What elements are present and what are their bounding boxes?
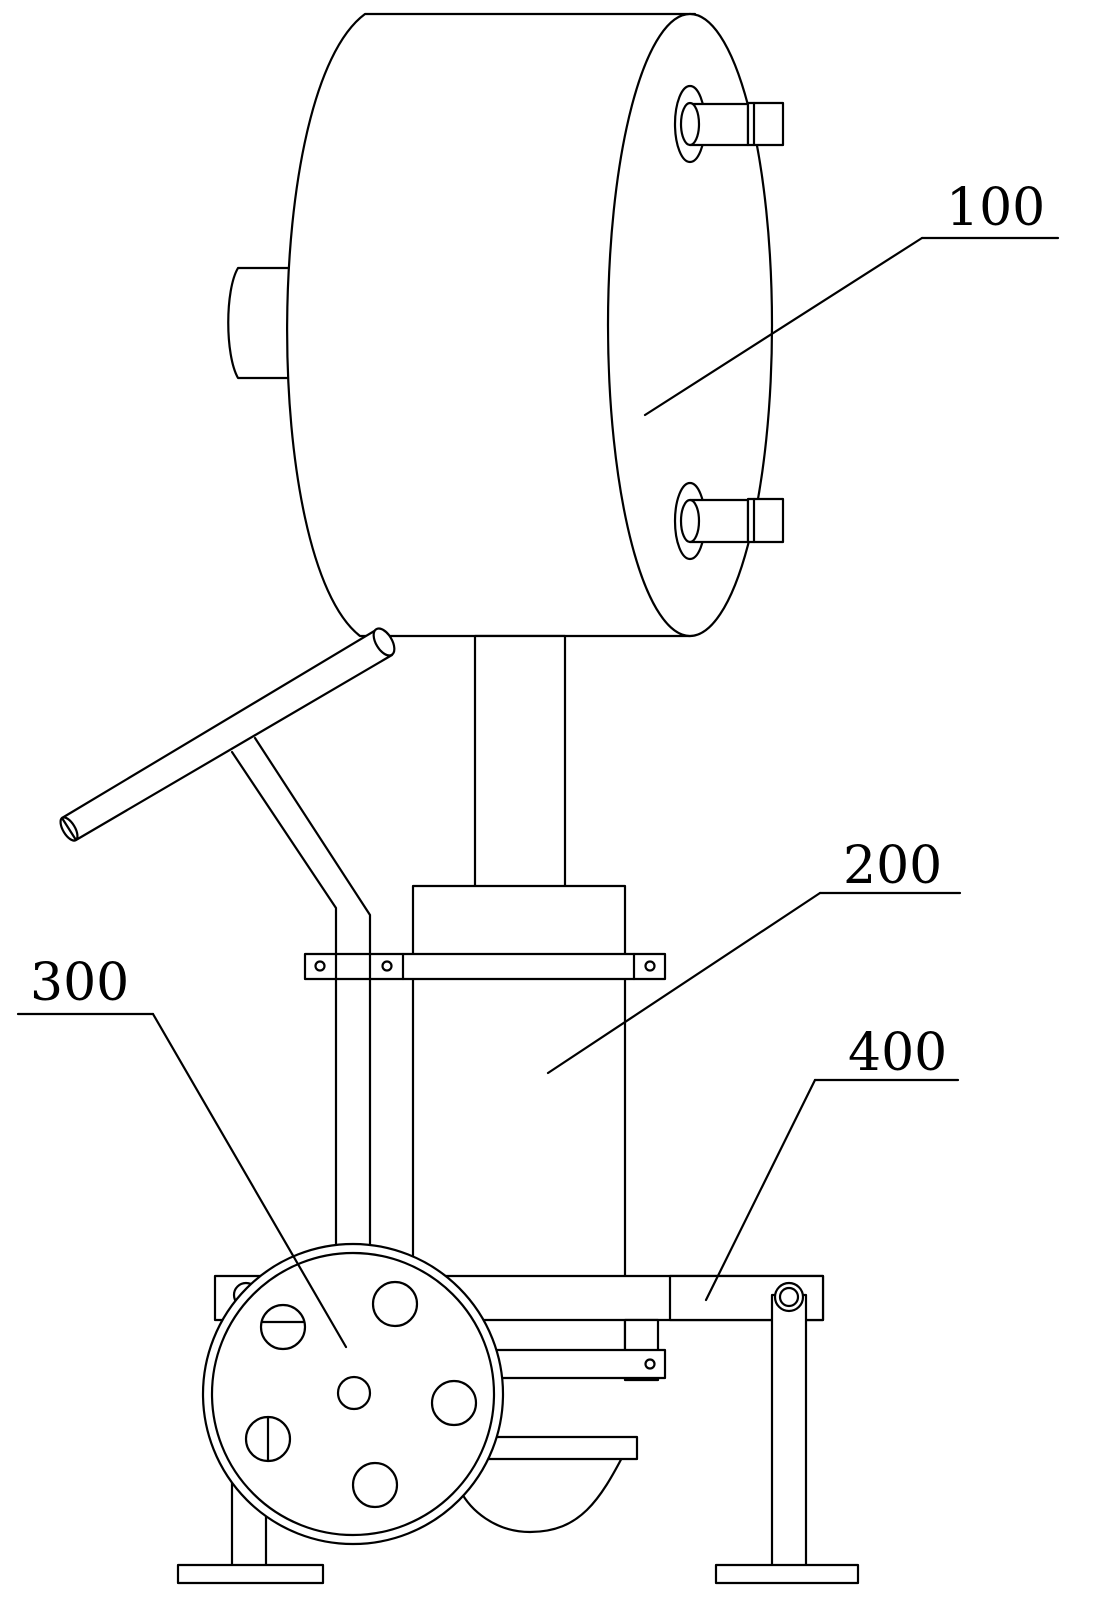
upper-fitting (673, 84, 785, 164)
lower-fitting (673, 481, 785, 561)
callout-100: 100 (946, 178, 1045, 238)
leader-400 (704, 1078, 817, 1302)
leader-300 (151, 1012, 348, 1349)
lever-bar-tip (59, 816, 79, 842)
lever-link-inner (253, 736, 372, 1252)
right-leg (770, 1293, 808, 1569)
drum-front-face (606, 12, 774, 638)
wheel-hole-right (430, 1379, 478, 1427)
lower-clamp (473, 1348, 667, 1380)
bottom-hopper (458, 1450, 627, 1534)
drum-assembly (227, 12, 785, 890)
left-boss (227, 266, 302, 380)
callout-300: 300 (30, 953, 129, 1013)
support-column (473, 634, 567, 890)
callout-400: 400 (848, 1023, 947, 1083)
leader-200 (546, 891, 822, 1075)
lever-link-outer (230, 750, 338, 1252)
wheel-assembly (201, 1242, 505, 1546)
clamp-bolt-3 (644, 960, 656, 972)
clamp-bolt-1 (314, 960, 326, 972)
wheel-hole-top-left (259, 1303, 307, 1351)
callout-200: 200 (843, 836, 942, 896)
lever-handle (59, 627, 396, 1252)
leader-100 (643, 236, 924, 417)
wheel-hole-bottom (351, 1461, 399, 1509)
right-foot (714, 1563, 860, 1585)
wheel-hole-top (371, 1280, 419, 1328)
lever-bar (60, 628, 394, 842)
wheel-hole-center (336, 1375, 372, 1411)
right-leg-pivot-inner (778, 1286, 800, 1308)
clamp-band (303, 952, 667, 981)
lower-clamp-bolt (644, 1358, 656, 1370)
clamp-bolt-2 (381, 960, 393, 972)
wheel-inner-ring (210, 1251, 496, 1537)
leader-lines (16, 236, 1060, 1349)
lever-bar-end (372, 627, 396, 657)
left-foot (176, 1563, 325, 1585)
